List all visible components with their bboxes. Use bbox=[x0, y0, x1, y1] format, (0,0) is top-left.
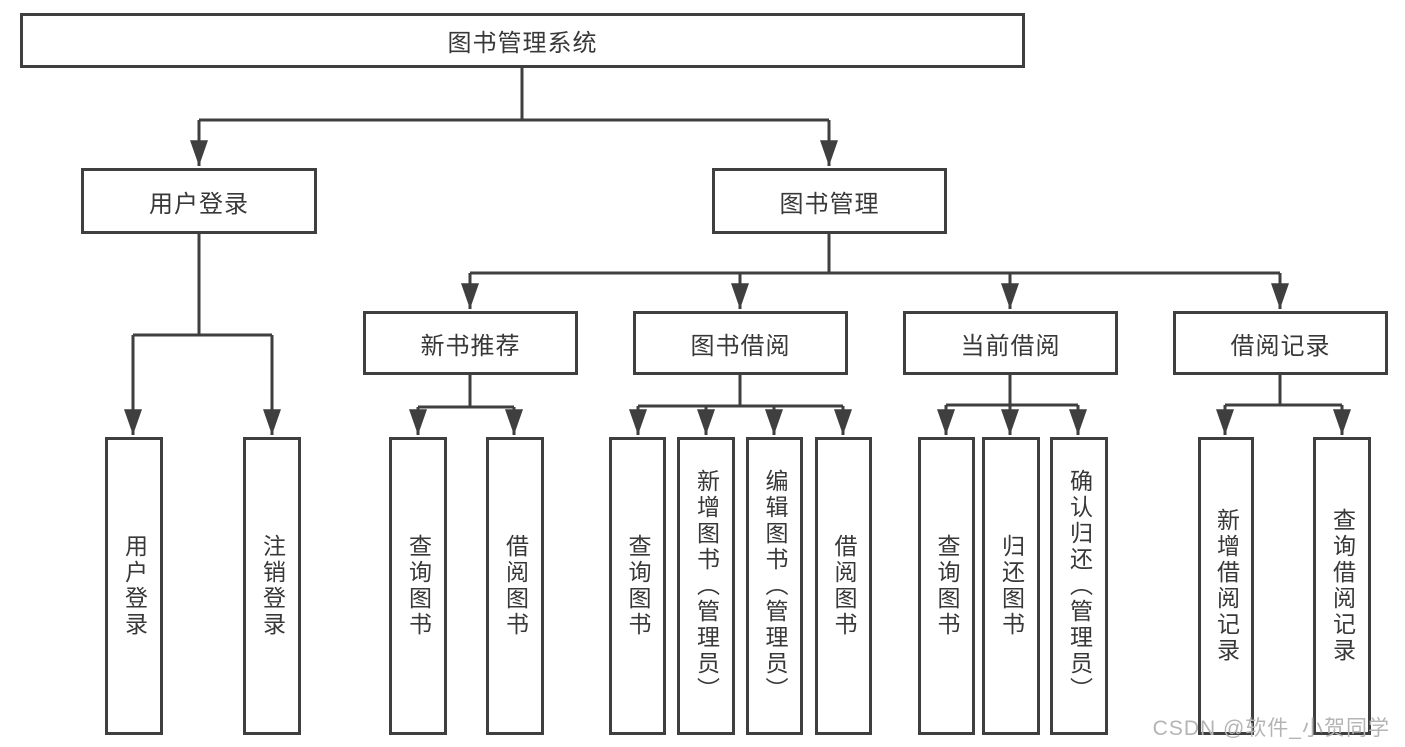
leaf-recommend-borrow-books: 借阅图书 bbox=[486, 437, 544, 735]
leaf-edit-books-admin: 编辑图书（管理员） bbox=[746, 437, 803, 735]
leaf-current-query-books: 查询图书 bbox=[918, 437, 975, 735]
leaf-borrowing-query-books: 查询图书 bbox=[609, 437, 666, 735]
node-user-login: 用户登录 bbox=[81, 168, 317, 234]
node-book-borrowing: 图书借阅 bbox=[633, 311, 848, 375]
leaf-return-books: 归还图书 bbox=[982, 437, 1040, 735]
leaf-add-books-admin: 新增图书（管理员） bbox=[677, 437, 735, 735]
node-borrowing-records: 借阅记录 bbox=[1173, 311, 1388, 375]
leaf-confirm-return-admin: 确认归还（管理员） bbox=[1050, 437, 1108, 735]
leaf-logout: 注销登录 bbox=[243, 437, 301, 735]
leaf-borrow-books: 借阅图书 bbox=[815, 437, 872, 735]
node-book-management: 图书管理 bbox=[712, 168, 947, 234]
leaf-query-borrow-record: 查询借阅记录 bbox=[1313, 437, 1371, 735]
leaf-recommend-query-books: 查询图书 bbox=[389, 437, 447, 735]
node-library-system: 图书管理系统 bbox=[20, 13, 1025, 68]
leaf-user-login: 用户登录 bbox=[105, 437, 163, 735]
node-new-book-recommendation: 新书推荐 bbox=[363, 311, 578, 375]
leaf-add-borrow-record: 新增借阅记录 bbox=[1198, 437, 1254, 735]
watermark: CSDN @软件_小贺同学 bbox=[1152, 717, 1390, 740]
node-current-borrowing: 当前借阅 bbox=[903, 311, 1118, 375]
